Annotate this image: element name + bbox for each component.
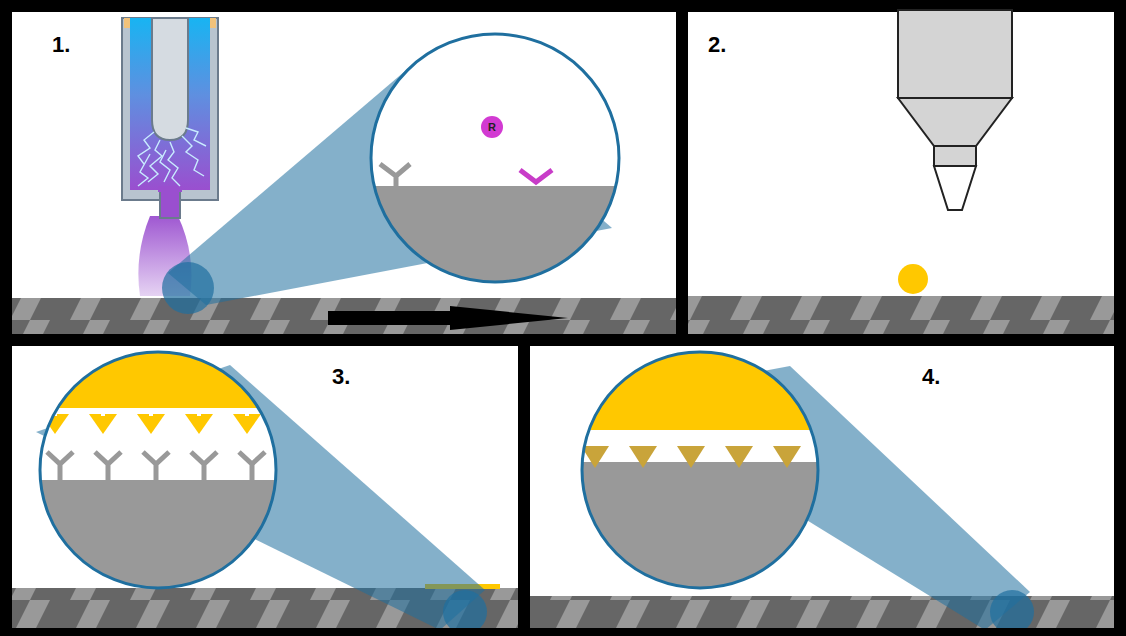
step-number: 4. <box>922 366 940 388</box>
magnified-view <box>360 30 630 296</box>
surface-group <box>143 452 169 481</box>
surface-group <box>380 164 410 186</box>
adhesive-anchor <box>137 414 165 434</box>
surface-group <box>239 452 265 481</box>
magnified-spot <box>162 262 214 314</box>
step-number: 2. <box>708 34 726 56</box>
adhesive-anchor <box>233 414 261 434</box>
step-number: 3. <box>332 366 350 388</box>
adhesive-droplet <box>898 264 928 294</box>
direction-arrow <box>328 306 568 330</box>
bonded-anchor <box>725 446 753 468</box>
panel <box>12 12 676 334</box>
magnified-view <box>30 340 290 610</box>
adhesive-anchor <box>89 414 117 434</box>
surface-group <box>95 452 121 481</box>
substrate <box>688 296 1114 334</box>
substrate <box>12 298 676 334</box>
activated-group <box>520 170 552 182</box>
adhesive-anchor <box>185 414 213 434</box>
dispense-nozzle <box>898 10 1012 210</box>
magnified-view <box>570 340 830 612</box>
surface-group <box>47 452 73 481</box>
discharge <box>138 128 206 186</box>
step-number: 1. <box>52 34 70 56</box>
surface-group <box>191 452 217 481</box>
electrode <box>152 18 188 140</box>
radical-symbol: R <box>488 122 496 133</box>
bonded-anchor <box>677 446 705 468</box>
bonded-anchor <box>629 446 657 468</box>
radical <box>481 116 503 138</box>
bonded-anchor <box>773 446 801 468</box>
